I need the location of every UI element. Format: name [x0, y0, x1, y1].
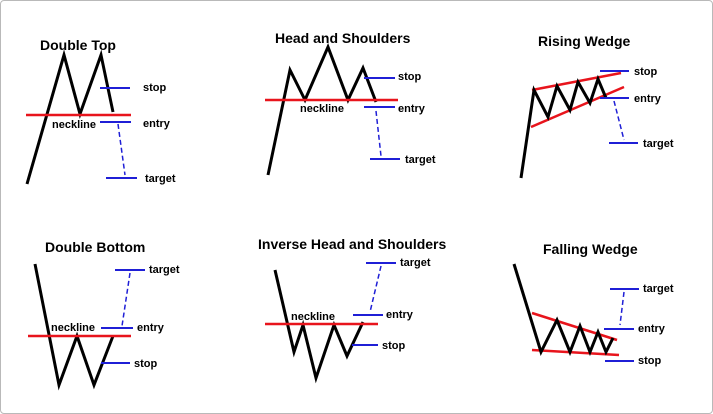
- pattern-title: Falling Wedge: [543, 241, 638, 257]
- stop-label: stop: [143, 82, 167, 94]
- lower-trendline: [531, 348, 620, 357]
- entry-label: entry: [638, 323, 666, 335]
- target-projection: [613, 100, 625, 141]
- pattern-title: Rising Wedge: [538, 33, 631, 49]
- neckline-label: neckline: [291, 311, 335, 323]
- target-projection: [619, 291, 625, 326]
- pattern-head-and-shoulders: Head and Shoulders neckline stop entry t…: [265, 30, 436, 176]
- pattern-falling-wedge: Falling Wedge target entry stop: [512, 241, 674, 367]
- pattern-title: Head and Shoulders: [275, 30, 411, 46]
- target-projection: [117, 123, 126, 176]
- entry-label: entry: [398, 103, 426, 115]
- neckline-label: neckline: [52, 119, 96, 131]
- target-label: target: [400, 257, 431, 269]
- target-label: target: [145, 173, 176, 185]
- pattern-title: Double Top: [40, 37, 116, 53]
- pattern-double-top: Double Top neckline stop entry target: [25, 37, 176, 185]
- target-label: target: [643, 138, 674, 150]
- stop-label: stop: [634, 66, 658, 78]
- entry-label: entry: [634, 93, 662, 105]
- target-projection: [369, 265, 382, 313]
- pattern-rising-wedge: Rising Wedge stop entry target: [519, 33, 674, 179]
- pattern-title: Double Bottom: [45, 239, 145, 255]
- stop-label: stop: [398, 71, 422, 83]
- stop-label: stop: [638, 355, 662, 367]
- neckline-label: neckline: [300, 103, 344, 115]
- entry-label: entry: [143, 118, 171, 130]
- pattern-double-bottom: Double Bottom neckline target entry stop: [28, 239, 180, 391]
- upper-trendline: [531, 71, 622, 92]
- target-label: target: [405, 154, 436, 166]
- target-projection: [121, 272, 131, 327]
- price-line: [266, 43, 378, 176]
- target-projection: [375, 110, 382, 157]
- price-line: [519, 74, 608, 179]
- target-label: target: [149, 264, 180, 276]
- upper-trendline: [531, 311, 618, 342]
- entry-label: entry: [386, 309, 414, 321]
- target-label: target: [643, 283, 674, 295]
- pattern-inverse-head-and-shoulders: Inverse Head and Shoulders neckline targ…: [258, 236, 446, 384]
- entry-label: entry: [137, 322, 165, 334]
- price-line: [273, 269, 365, 384]
- pattern-title: Inverse Head and Shoulders: [258, 236, 446, 252]
- stop-label: stop: [134, 358, 158, 370]
- neckline-label: neckline: [51, 322, 95, 334]
- stop-label: stop: [382, 340, 406, 352]
- price-line: [512, 263, 615, 357]
- lower-trendline: [530, 85, 625, 129]
